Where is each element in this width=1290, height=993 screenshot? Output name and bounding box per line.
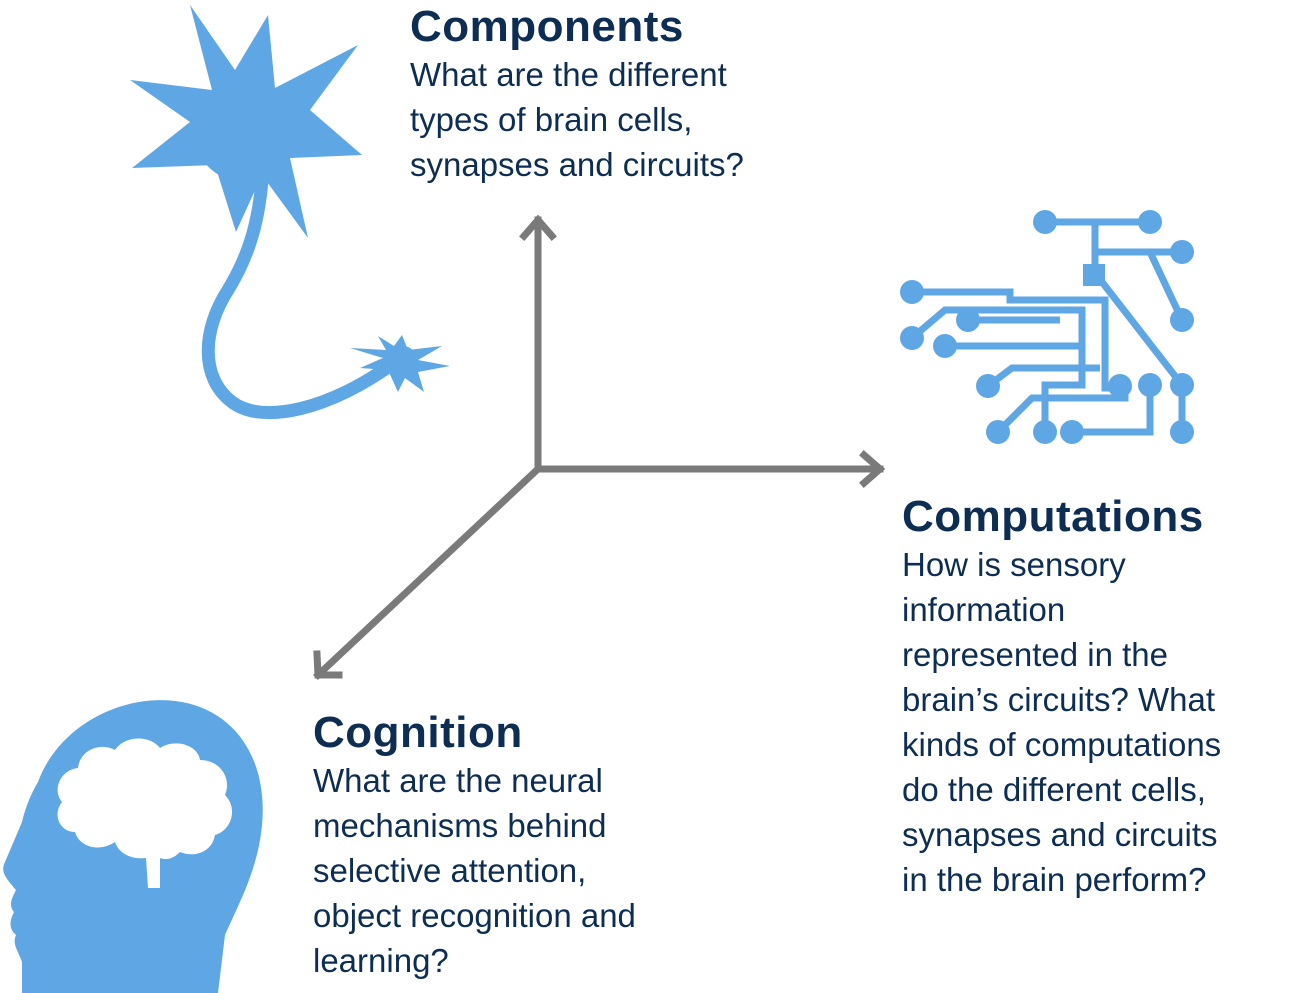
computations-description: How is sensory information represented i… — [902, 546, 1222, 898]
cognition-description: What are the neural mechanisms behind se… — [313, 762, 636, 979]
up-arrowhead — [519, 214, 557, 241]
brain-shape — [57, 738, 233, 888]
neuron-icon — [130, 5, 450, 420]
head-brain-icon — [3, 700, 263, 993]
computations-block: Computations How is sensory information … — [902, 492, 1287, 902]
circuit-icon — [900, 210, 1194, 444]
right-arrowhead — [859, 450, 886, 488]
cognition-block: Cognition What are the neural mechanisms… — [313, 708, 733, 983]
components-title: Components — [410, 2, 684, 51]
axes — [313, 214, 886, 680]
cognition-title: Cognition — [313, 708, 523, 757]
computations-title: Computations — [902, 492, 1204, 541]
diagonal-axis — [313, 464, 543, 680]
components-description: What are the different types of brain ce… — [410, 56, 744, 183]
components-block: Components What are the different types … — [410, 2, 830, 187]
down-left-arrowhead — [313, 650, 343, 679]
